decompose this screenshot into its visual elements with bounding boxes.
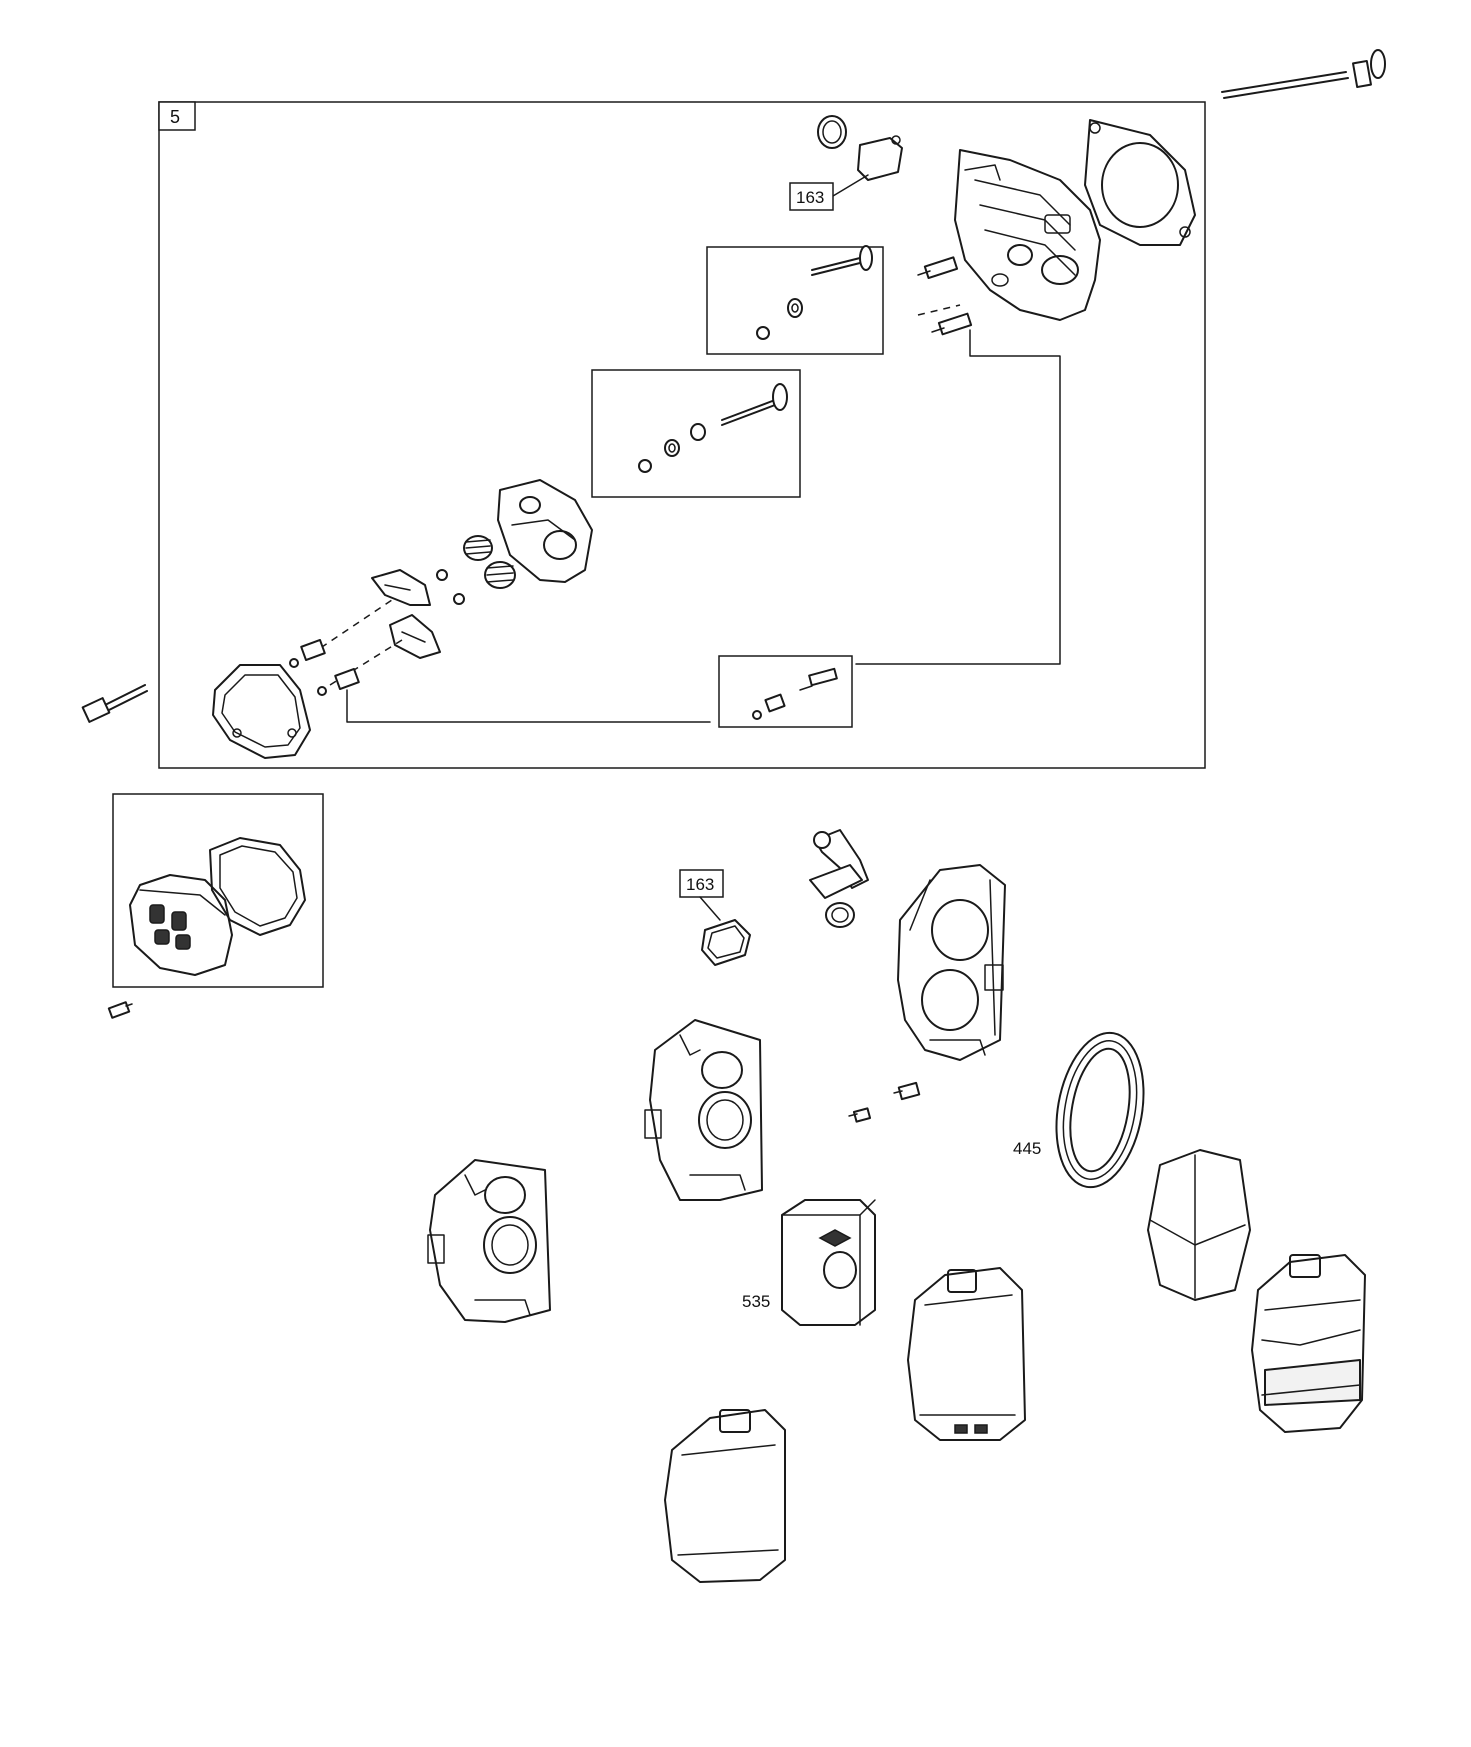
rocker-stud-box xyxy=(718,655,853,728)
group-5-label-box xyxy=(158,101,196,131)
intake-gasket-part xyxy=(857,135,903,181)
group-5-frame xyxy=(158,101,1206,769)
group-5-label: 5 xyxy=(170,107,180,127)
rocker-cover-part xyxy=(129,874,233,976)
rocker-arm-parts xyxy=(371,569,441,659)
rocker-cover-gasket-part xyxy=(212,664,311,759)
rocker-box-part xyxy=(497,479,593,583)
leader-studs xyxy=(855,329,1061,665)
air-cleaner-cover-bottom-part xyxy=(664,1409,786,1583)
callout-445: 445 xyxy=(1013,1139,1041,1158)
air-cleaner-gasket-part xyxy=(701,919,751,966)
air-cleaner-cover-right-part xyxy=(1251,1254,1366,1433)
rocker-cover-bolt-part xyxy=(81,684,148,723)
foam-sleeve-part xyxy=(1147,1149,1251,1301)
air-cleaner-cover-center-part xyxy=(907,1267,1026,1441)
breather-tube-part xyxy=(809,829,869,928)
head-gasket-part xyxy=(1084,119,1196,246)
air-filter-part xyxy=(1055,1031,1145,1189)
intake-valve-part xyxy=(638,383,788,473)
rocker-cover-box xyxy=(112,793,324,988)
callout-163-lower: 163 xyxy=(686,875,714,894)
air-cleaner-base-lower-part xyxy=(427,1159,551,1323)
air-cleaner-base-middle-part xyxy=(644,1019,763,1201)
cover-screw-part xyxy=(107,1001,133,1019)
air-cleaner-base-part xyxy=(897,864,1006,1061)
exhaust-valve-box xyxy=(706,246,884,355)
rocker-stud-part xyxy=(752,667,838,720)
exhaust-valve-part xyxy=(756,245,873,340)
air-cleaner-screw-parts xyxy=(848,1081,921,1123)
head-stud-parts xyxy=(917,256,973,336)
pre-cleaner-part xyxy=(781,1199,876,1326)
o-ring-part xyxy=(817,115,847,149)
callout-box-163-upper xyxy=(789,182,834,211)
rocker-pivot-parts xyxy=(289,599,403,696)
long-bolt-part xyxy=(1221,49,1386,99)
intake-valve-box xyxy=(591,369,801,498)
rocker-cover-box-gasket-part xyxy=(209,837,306,936)
callout-box-163-lower xyxy=(679,869,724,898)
callout-535: 535 xyxy=(742,1292,770,1311)
valve-spring-parts xyxy=(436,535,516,605)
callout-163-upper: 163 xyxy=(796,188,824,207)
leader-pivots xyxy=(346,689,711,723)
cylinder-head-part xyxy=(954,149,1101,321)
